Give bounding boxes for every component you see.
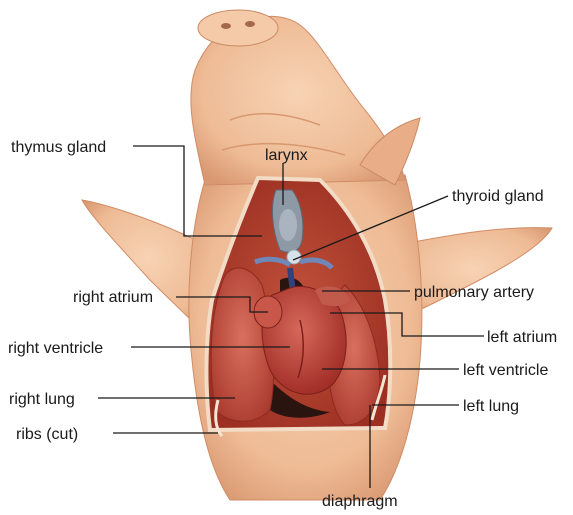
label-left-ventricle: left ventricle [463,362,548,379]
label-pulmonary-artery: pulmonary artery [414,284,534,301]
label-larynx: larynx [265,147,308,164]
label-diaphragm: diaphragm [322,493,398,510]
label-right-lung: right lung [9,391,75,408]
label-thyroid-gland: thyroid gland [452,188,544,205]
label-right-ventricle: right ventricle [8,340,103,357]
label-right-atrium: right atrium [73,289,153,306]
label-left-lung: left lung [463,398,519,415]
label-ribs-cut: ribs (cut) [16,426,78,443]
label-thymus-gland: thymus gland [11,139,106,156]
label-left-atrium: left atrium [487,329,557,346]
